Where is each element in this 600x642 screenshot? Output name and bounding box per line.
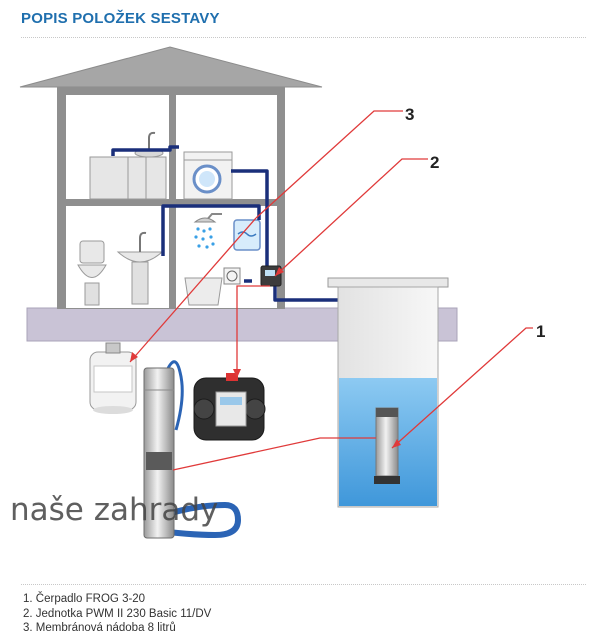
watermark-text: naše zahrady <box>10 492 218 528</box>
house <box>19 46 323 309</box>
callout-3: 3 <box>405 105 414 124</box>
shower-icon <box>193 213 222 249</box>
legend-item: 2. Jednotka PWM II 230 Basic 11/DV <box>23 607 212 620</box>
page-title: POPIS POLOŽEK SESTAVY <box>21 10 220 27</box>
tub-icon <box>184 277 223 306</box>
washing-machine-icon <box>183 151 233 200</box>
legend-list: 1. Čerpadlo FROG 3-20 2. Jednotka PWM II… <box>23 592 211 636</box>
system-diagram: 1 2 3 naše zahrady <box>10 46 545 539</box>
bathroom-sink-icon <box>116 231 164 305</box>
legend-item: 1. Čerpadlo FROG 3-20 <box>23 593 146 605</box>
submerged-pump-icon <box>374 407 400 484</box>
title-divider <box>21 37 586 38</box>
water-heater-icon <box>233 219 261 251</box>
pwm-unit-product-icon <box>193 373 266 441</box>
legend-divider <box>21 584 586 585</box>
frog-pump-product-icon <box>143 360 242 539</box>
callout-2: 2 <box>430 153 439 172</box>
toilet-icon <box>77 240 107 306</box>
socket-icon <box>223 267 241 285</box>
membrane-tank-icon <box>89 342 137 414</box>
callout-1: 1 <box>536 322 545 341</box>
legend-item: 3. Membránová nádoba 8 litrů <box>23 622 176 634</box>
pwm-unit-in-house-icon <box>260 265 282 287</box>
callout-lines <box>129 110 533 471</box>
callout-arrowheads <box>130 267 401 448</box>
